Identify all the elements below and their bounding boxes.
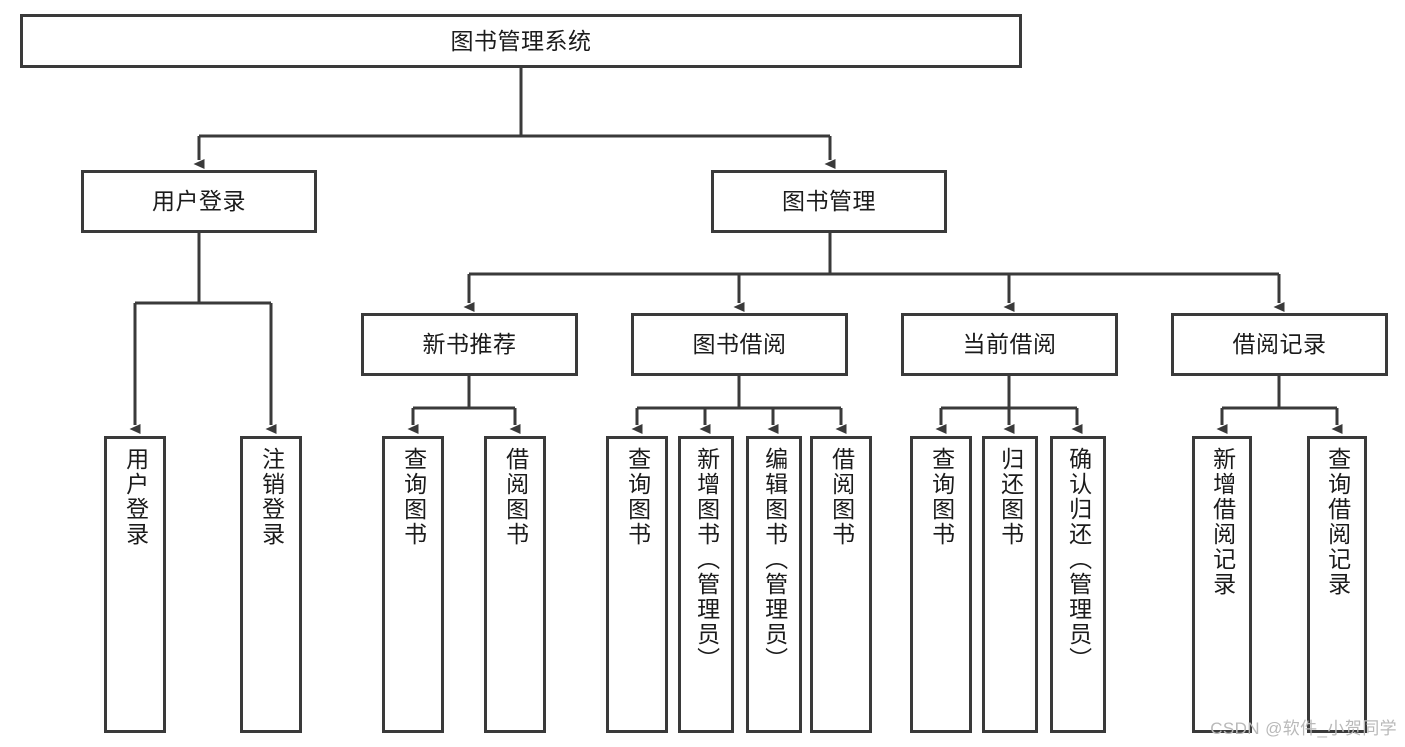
leaf-return-book[interactable]: 归还图书 [982,436,1038,733]
leaf-add-book-label: 新增图书（管理员） [693,447,720,672]
node-book-manage-label: 图书管理 [782,188,876,215]
leaf-confirm-return-label: 确认归还（管理员） [1065,447,1092,672]
leaf-borrow-book-2-label: 借阅图书 [828,447,855,547]
leaf-query-book-2-label: 查询图书 [624,447,651,547]
leaf-borrow-book-1-label: 借阅图书 [502,447,529,547]
leaf-query-book-1[interactable]: 查询图书 [382,436,444,733]
node-user-login[interactable]: 用户登录 [81,170,317,233]
node-book-manage[interactable]: 图书管理 [711,170,947,233]
leaf-return-book-label: 归还图书 [997,447,1024,547]
leaf-query-book-2[interactable]: 查询图书 [606,436,668,733]
node-new-book-recommend-label: 新书推荐 [422,331,517,358]
leaf-confirm-return[interactable]: 确认归还（管理员） [1050,436,1106,733]
csdn-watermark: CSDN @软件_小贺同学 [1210,719,1397,738]
leaf-borrow-book-2[interactable]: 借阅图书 [810,436,872,733]
leaf-query-book-3-label: 查询图书 [928,447,955,547]
node-user-login-label: 用户登录 [152,188,246,215]
leaf-add-book[interactable]: 新增图书（管理员） [678,436,734,733]
node-root[interactable]: 图书管理系统 [20,14,1022,68]
node-borrow-record-label: 借阅记录 [1232,331,1327,358]
node-current-borrow[interactable]: 当前借阅 [901,313,1118,376]
leaf-user-login-label: 用户登录 [122,447,149,547]
node-current-borrow-label: 当前借阅 [962,331,1057,358]
node-new-book-recommend[interactable]: 新书推荐 [361,313,578,376]
leaf-add-record-label: 新增借阅记录 [1209,447,1236,597]
leaf-user-logout-label: 注销登录 [258,447,285,547]
node-borrow-record[interactable]: 借阅记录 [1171,313,1388,376]
leaf-query-record-label: 查询借阅记录 [1324,447,1351,597]
leaf-user-login[interactable]: 用户登录 [104,436,166,733]
leaf-query-book-3[interactable]: 查询图书 [910,436,972,733]
leaf-add-record[interactable]: 新增借阅记录 [1192,436,1252,733]
leaf-user-logout[interactable]: 注销登录 [240,436,302,733]
node-book-borrow[interactable]: 图书借阅 [631,313,848,376]
node-root-label: 图书管理系统 [450,27,592,54]
leaf-query-record[interactable]: 查询借阅记录 [1307,436,1367,733]
node-book-borrow-label: 图书借阅 [692,331,787,358]
leaf-query-book-1-label: 查询图书 [400,447,427,547]
leaf-edit-book-label: 编辑图书（管理员） [761,447,788,672]
leaf-borrow-book-1[interactable]: 借阅图书 [484,436,546,733]
leaf-edit-book[interactable]: 编辑图书（管理员） [746,436,802,733]
